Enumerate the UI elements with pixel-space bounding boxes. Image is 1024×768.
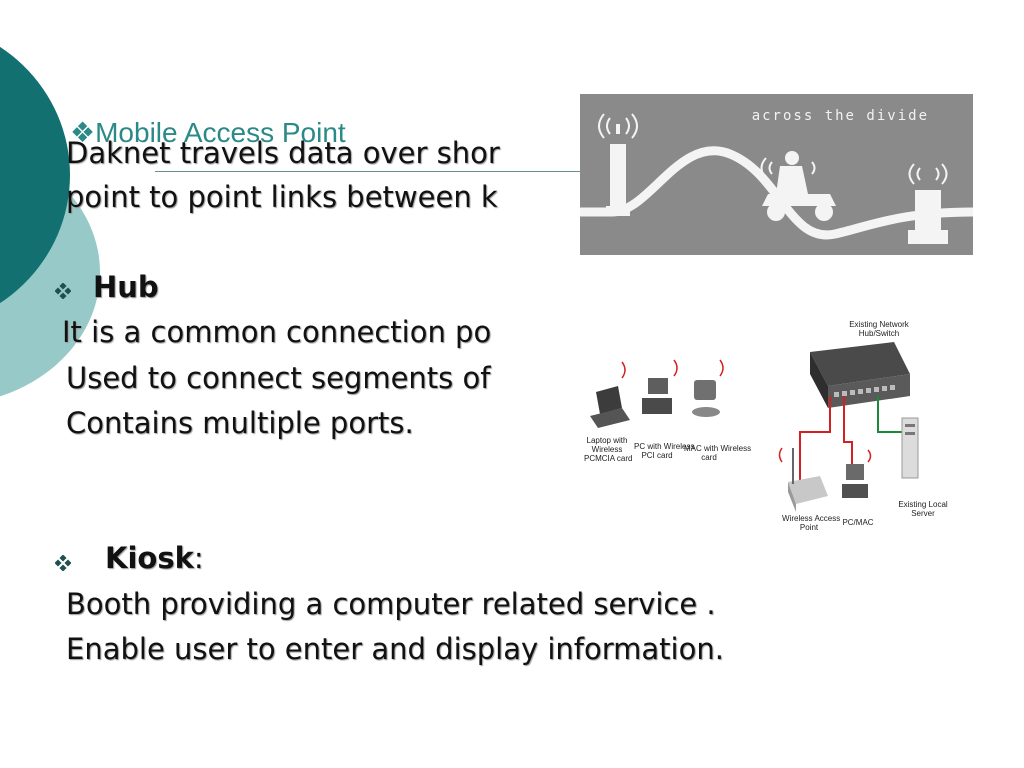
label-laptop: Laptop with Wireless PCMCIA card <box>584 436 633 463</box>
kiosk-heading: Kiosk <box>105 541 194 575</box>
hub-line-3: Contains multiple ports. <box>66 406 414 440</box>
diamond-bullet-icon <box>55 555 71 571</box>
label-pc-mac: PC/MAC <box>842 518 874 527</box>
label-pc-pci: PC with Wireless PCI card <box>634 442 695 460</box>
kiosk-heading-row: Kiosk: <box>105 541 204 575</box>
hub-line-1: It is a common connection po <box>62 315 492 349</box>
label-hub-switch: Existing Network Hub/Switch <box>849 320 909 338</box>
hub-line-2: Used to connect segments of <box>66 361 491 395</box>
kiosk-colon: : <box>193 541 204 575</box>
kiosk-line-1: Booth providing a computer related servi… <box>66 587 716 621</box>
hub-heading: Hub <box>93 270 159 304</box>
daknet-line-2: point to point links between k <box>66 180 498 214</box>
hub-network-diagram: Existing Network Hub/Switch Laptop with … <box>582 312 952 542</box>
label-local-server: Existing Local Server <box>898 500 948 518</box>
across-the-divide-image: across the divide <box>580 94 973 255</box>
kiosk-line-2: Enable user to enter and display informa… <box>66 632 724 666</box>
label-wireless-access-point: Wireless Access Point <box>782 514 841 532</box>
title-text: Mobile Access Point <box>95 117 346 148</box>
daknet-line-1: Daknet travels data over shor <box>66 136 500 170</box>
title-underline <box>155 171 580 172</box>
diamond-bullet-icon <box>55 283 71 299</box>
label-mac: MAC with Wireless card <box>684 444 752 462</box>
title-bullet-glyph: ❖ <box>70 117 96 148</box>
divide-caption: across the divide <box>751 108 929 124</box>
slide-title: ❖Mobile Access Point <box>70 116 346 150</box>
network-illustration <box>590 342 919 512</box>
divide-illustration <box>580 113 973 244</box>
